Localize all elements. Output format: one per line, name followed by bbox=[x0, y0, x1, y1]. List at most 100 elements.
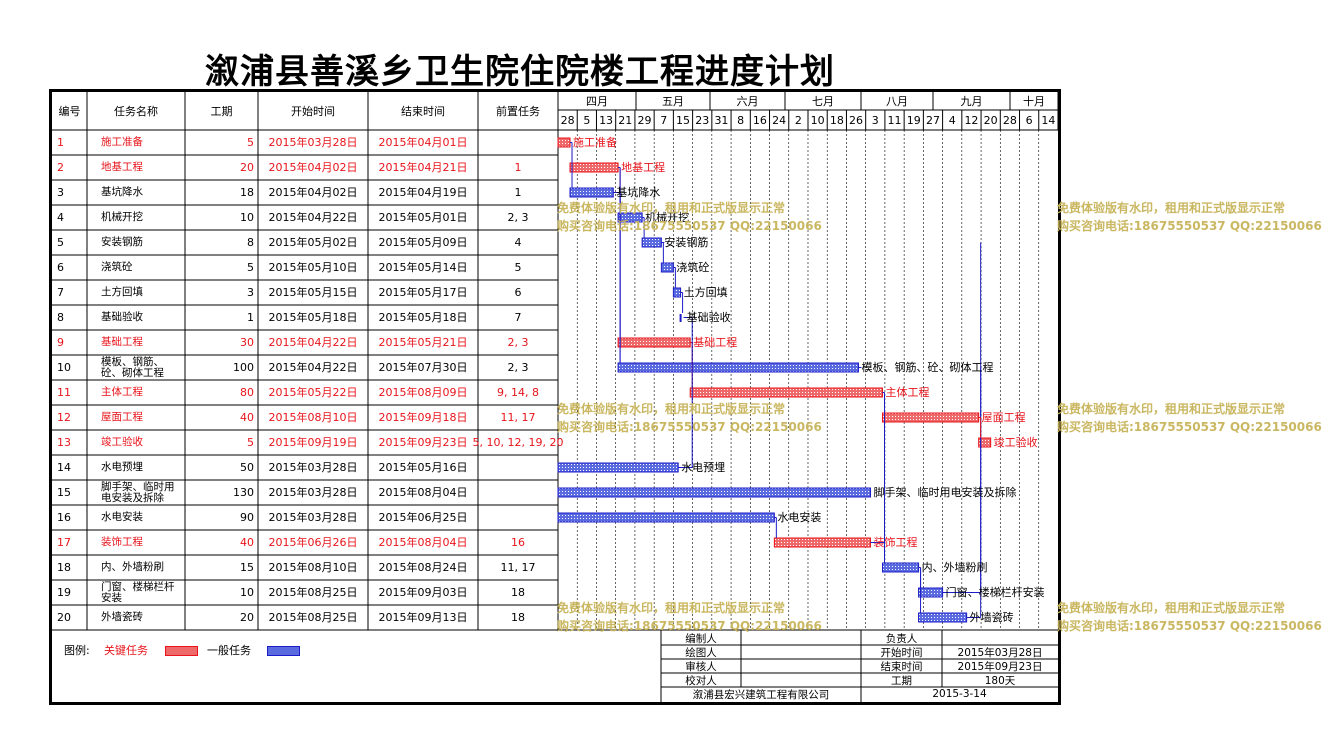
task-end-cell: 2015年09月23日 bbox=[378, 436, 468, 449]
bar-label: 屋面工程 bbox=[981, 411, 1026, 424]
day-tick-label: 16 bbox=[752, 113, 767, 127]
task-id-cell: 2 bbox=[57, 161, 64, 174]
task-dur-cell: 5 bbox=[247, 136, 254, 149]
task-bar bbox=[557, 462, 679, 473]
task-start-cell: 2015年03月28日 bbox=[268, 461, 358, 474]
task-pred-cell: 2, 3 bbox=[507, 211, 529, 224]
task-end-cell: 2015年05月18日 bbox=[378, 311, 468, 324]
task-end-cell: 2015年05月09日 bbox=[378, 236, 468, 249]
task-dur-cell: 5 bbox=[247, 261, 254, 274]
task-pred-cell: 11, 17 bbox=[500, 411, 536, 424]
month-label: 六月 bbox=[736, 95, 759, 108]
task-id-cell: 17 bbox=[57, 536, 71, 549]
task-start-cell: 2015年08月25日 bbox=[268, 586, 358, 599]
task-id-cell: 5 bbox=[57, 236, 64, 249]
task-name-cell: 装饰工程 bbox=[101, 536, 143, 548]
month-label: 八月 bbox=[886, 95, 908, 108]
day-tick-label: 10 bbox=[810, 113, 825, 127]
task-dur-cell: 20 bbox=[240, 161, 254, 174]
day-tick-label: 3 bbox=[871, 113, 879, 127]
task-end-cell: 2015年06月25日 bbox=[378, 511, 468, 524]
task-name-cell: 竣工验收 bbox=[101, 436, 143, 448]
task-name-cell: 浇筑砼 bbox=[101, 261, 133, 273]
task-start-cell: 2015年05月15日 bbox=[268, 286, 358, 299]
bar-label: 浇筑砼 bbox=[676, 261, 710, 274]
task-bar bbox=[978, 437, 992, 448]
bar-label: 内、外墙粉刷 bbox=[921, 561, 988, 574]
task-end-cell: 2015年09月03日 bbox=[378, 586, 468, 599]
task-start-cell: 2015年03月28日 bbox=[268, 136, 358, 149]
task-bar bbox=[660, 262, 674, 273]
task-pred-cell: 5, 10, 12, 19, 20 bbox=[472, 436, 564, 449]
task-pred-cell: 1 bbox=[514, 161, 522, 174]
task-pred-cell: 5 bbox=[514, 261, 522, 274]
task-pred-cell: 18 bbox=[511, 586, 525, 599]
bar-label: 基础验收 bbox=[686, 311, 731, 324]
task-pred-cell: 4 bbox=[514, 236, 522, 249]
day-tick-label: 28 bbox=[1002, 113, 1017, 127]
task-name-cell: 主体工程 bbox=[101, 386, 143, 398]
watermark-text: 免费体验版有水印，租用和正式版显示正常购买咨询电话:18675550537 QQ… bbox=[1057, 199, 1322, 235]
task-id-cell: 4 bbox=[57, 211, 64, 224]
task-start-cell: 2015年03月28日 bbox=[268, 511, 358, 524]
bar-label: 门窗、楼梯栏杆安装 bbox=[945, 586, 1045, 599]
task-pred-cell bbox=[478, 480, 558, 505]
task-name-cell: 基础验收 bbox=[101, 311, 143, 323]
task-bar bbox=[918, 587, 944, 598]
task-name-cell: 门窗、楼梯栏杆 安装 bbox=[101, 580, 175, 604]
watermark-line: 免费体验版有水印，租用和正式版显示正常 bbox=[1057, 201, 1286, 215]
task-dur-cell: 10 bbox=[240, 586, 254, 599]
task-dur-cell: 10 bbox=[240, 211, 254, 224]
task-end-cell: 2015年08月04日 bbox=[378, 536, 468, 549]
gantt-grid bbox=[52, 92, 1059, 702]
day-tick-label: 28 bbox=[560, 113, 575, 127]
task-pred-cell: 11, 17 bbox=[500, 561, 536, 574]
duration-label: 工期 bbox=[891, 674, 912, 687]
compiler-label: 编制人 bbox=[685, 632, 717, 645]
task-name-cell: 安装钢筋 bbox=[101, 236, 143, 248]
task-name-cell: 模板、钢筋、 砼、砌体工程 bbox=[101, 355, 164, 379]
task-end-cell: 2015年05月01日 bbox=[378, 211, 468, 224]
day-tick-label: 5 bbox=[583, 113, 591, 127]
watermark-line: 免费体验版有水印，租用和正式版显示正常 bbox=[557, 402, 786, 416]
task-pred-cell: 7 bbox=[514, 311, 522, 324]
legend-label: 图例: bbox=[64, 643, 90, 657]
task-end-cell: 2015年05月21日 bbox=[378, 336, 468, 349]
task-start-cell: 2015年03月28日 bbox=[268, 486, 358, 499]
bar-label: 装饰工程 bbox=[873, 536, 918, 549]
task-bar bbox=[617, 362, 859, 373]
task-name-cell: 水电预埋 bbox=[101, 461, 143, 473]
task-bar bbox=[773, 537, 871, 548]
month-label: 四月 bbox=[586, 95, 608, 108]
day-tick-label: 8 bbox=[737, 113, 745, 127]
end-value: 2015年09月23日 bbox=[957, 660, 1043, 673]
watermark-text: 免费体验版有水印，租用和正式版显示正常购买咨询电话:18675550537 QQ… bbox=[557, 199, 822, 235]
bar-label: 土方回填 bbox=[683, 286, 728, 299]
legend-normal-label: 一般任务 bbox=[207, 643, 251, 657]
task-dur-cell: 5 bbox=[247, 436, 254, 449]
task-id-cell: 8 bbox=[57, 311, 64, 324]
drafter-label: 绘图人 bbox=[685, 646, 717, 659]
month-label: 七月 bbox=[812, 95, 834, 108]
task-id-cell: 16 bbox=[57, 511, 71, 524]
task-dur-cell: 90 bbox=[240, 511, 254, 524]
task-id-cell: 18 bbox=[57, 561, 71, 574]
task-end-cell: 2015年08月24日 bbox=[378, 561, 468, 574]
task-pred-cell bbox=[478, 455, 558, 480]
task-dur-cell: 50 bbox=[240, 461, 254, 474]
task-bar bbox=[672, 287, 682, 298]
watermark-line: 免费体验版有水印，租用和正式版显示正常 bbox=[1057, 402, 1286, 416]
column-header: 任务名称 bbox=[114, 105, 158, 118]
task-pred-cell: 2, 3 bbox=[507, 336, 529, 349]
column-header: 工期 bbox=[210, 105, 233, 118]
day-tick-label: 19 bbox=[906, 113, 921, 127]
task-id-cell: 13 bbox=[57, 436, 71, 449]
column-header: 前置任务 bbox=[496, 105, 540, 118]
task-name-cell: 水电安装 bbox=[101, 511, 143, 523]
task-start-cell: 2015年05月02日 bbox=[268, 236, 358, 249]
task-dur-cell: 8 bbox=[247, 236, 254, 249]
watermark-line: 购买咨询电话:18675550537 QQ:22150066 bbox=[557, 420, 822, 434]
day-tick-label: 20 bbox=[983, 113, 998, 127]
day-tick-label: 15 bbox=[675, 113, 690, 127]
task-bar bbox=[918, 612, 968, 623]
